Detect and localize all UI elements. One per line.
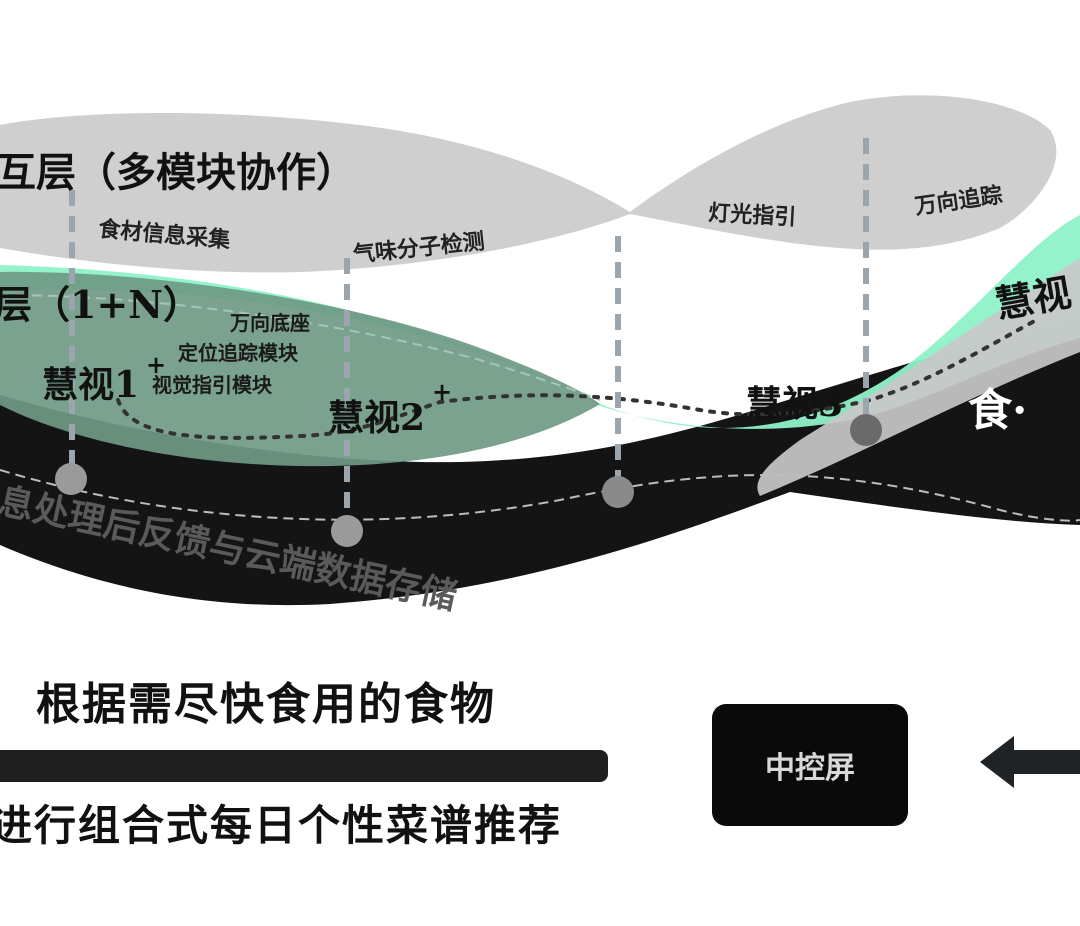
hv1-feature-1: 万向底座 [229, 311, 310, 335]
dark-band [0, 318, 1080, 606]
gray-overlay-wave [757, 258, 1080, 496]
green-band [0, 271, 600, 467]
device-hv3: 慧视3 [746, 383, 843, 425]
node-tracking [850, 414, 882, 446]
right-label: 食· [968, 385, 1027, 436]
module-light: 灯光指引 [708, 200, 797, 231]
dark-band-dash [0, 469, 1080, 522]
hv1-feature-2: 定位追踪模块 [178, 341, 299, 365]
node-food-info [55, 463, 87, 495]
control-screen-button[interactable]: 中控屏 [712, 704, 908, 826]
mid-layer-title: 层（1+N） [0, 282, 201, 327]
device-hv2: 慧视2 [328, 397, 425, 439]
node-light [602, 476, 634, 508]
divider-bar [0, 750, 608, 782]
top-layer-title: 互层（多模块协作） [0, 149, 356, 196]
arrow-left-icon [980, 732, 1080, 792]
device-hv1: 慧视1 [42, 364, 139, 406]
green-band-dash [0, 294, 601, 401]
node-odor [331, 515, 363, 547]
device-hv1-sup: + [146, 350, 166, 379]
hv1-feature-3: 视觉指引模块 [152, 373, 273, 397]
gray-band [0, 95, 1057, 273]
recommend-subtitle: 进行组合式每日个性菜谱推荐 [0, 801, 563, 850]
device-hv2-sup: + [432, 377, 452, 406]
recommend-title: 根据需尽快食用的食物 [36, 679, 496, 730]
